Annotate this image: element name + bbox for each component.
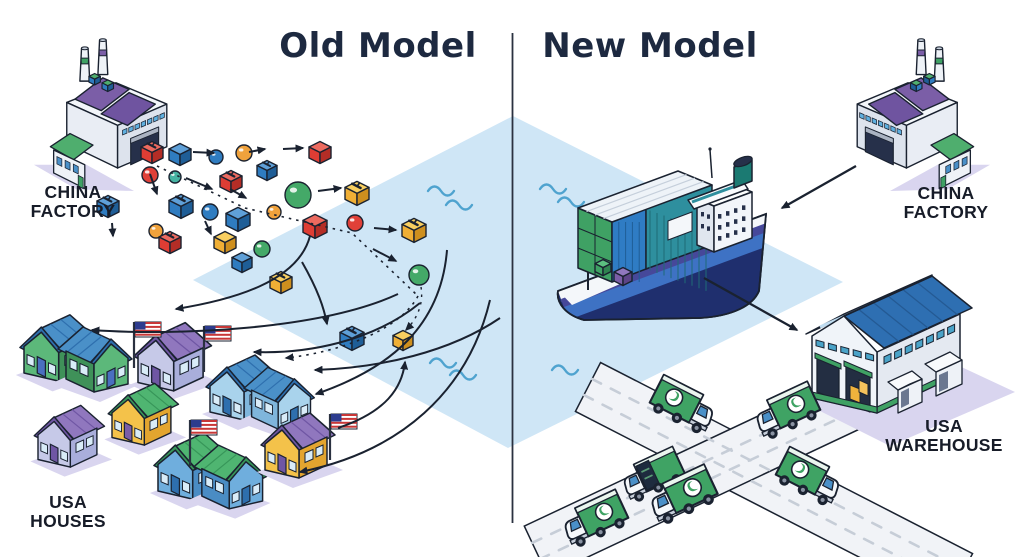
- route-arrow: [313, 317, 501, 374]
- wave-icon: [550, 364, 580, 376]
- factory-illustration: [856, 38, 991, 191]
- package-sphere: [235, 144, 253, 162]
- house-illustration: [30, 404, 113, 477]
- new-model-title: New Model: [542, 26, 758, 66]
- route-arrow: [185, 177, 214, 190]
- delivery-logo-icon: [594, 502, 614, 522]
- package-sphere: [148, 223, 164, 239]
- usa-warehouse-label: USA WAREHOUSE: [885, 416, 1003, 455]
- route-arrow: [301, 261, 330, 326]
- usa-flag-icon: [188, 419, 218, 466]
- house-illustration: [186, 444, 271, 519]
- route-arrow: [314, 249, 448, 396]
- package-sphere: [346, 214, 364, 232]
- route-arrow: [372, 248, 398, 262]
- package-cube: [231, 251, 253, 274]
- package-box: [158, 230, 182, 255]
- house-illustration: [50, 326, 136, 402]
- package-box: [344, 180, 370, 207]
- route-arrow: [298, 299, 491, 475]
- factory-to-ship-arrow: [780, 164, 857, 210]
- package-box: [401, 217, 427, 244]
- route-arrow: [317, 185, 343, 193]
- wave-icon: [428, 357, 458, 369]
- package-sphere: [408, 264, 430, 286]
- package-cube: [308, 140, 332, 165]
- shipping-route-arrows: [90, 144, 857, 475]
- package-box: [269, 270, 293, 295]
- delivery-trucks: [564, 373, 839, 547]
- route-arrow: [252, 302, 421, 357]
- package-cube: [168, 142, 192, 167]
- delivery-truck: [648, 373, 713, 434]
- route-arrow: [404, 286, 423, 332]
- package-cube: [392, 329, 414, 352]
- usa-flag-icon: [202, 325, 232, 372]
- package-sphere: [266, 204, 282, 220]
- warehouse-illustration: [802, 274, 1015, 446]
- route-arrow: [284, 295, 419, 362]
- package-box: [96, 194, 120, 219]
- package-cube: [88, 72, 101, 86]
- delivery-truck: [756, 380, 822, 439]
- wave-icon: [538, 183, 568, 195]
- route-arrow: [229, 188, 248, 199]
- wave-icon: [444, 199, 474, 211]
- package-box: [168, 193, 194, 220]
- route-arrow: [282, 144, 305, 153]
- usa-warehouse-building: [802, 274, 1015, 446]
- route-arrow: [149, 173, 159, 196]
- route-arrow: [156, 165, 419, 297]
- route-arrow: [108, 222, 117, 238]
- wave-icon: [426, 185, 456, 197]
- package-cube: [101, 79, 115, 93]
- delivery-logo-icon: [790, 460, 810, 479]
- package-sphere: [253, 240, 271, 258]
- package-sphere: [284, 181, 312, 209]
- wave-icon: [448, 369, 478, 381]
- package-cube: [225, 206, 251, 233]
- package-box: [140, 140, 164, 165]
- china-factory-label-old: CHINA FACTORY: [30, 182, 116, 221]
- route-arrow: [90, 293, 399, 335]
- house-illustration: [104, 382, 187, 455]
- delivery-logo-icon: [682, 478, 703, 498]
- route-arrow: [337, 360, 409, 429]
- delivery-logo-icon: [786, 394, 806, 414]
- wave-icons: [426, 183, 586, 381]
- scattered-packages: [96, 140, 430, 352]
- delivery-truck: [564, 488, 630, 547]
- route-arrow: [373, 225, 398, 234]
- usa-flag-icon: [132, 321, 162, 368]
- package-box: [219, 169, 243, 194]
- package-sphere: [201, 203, 219, 221]
- container-ship: [556, 147, 768, 321]
- route-arrow: [192, 148, 216, 157]
- wave-icon: [556, 196, 586, 208]
- package-cube: [613, 266, 633, 287]
- package-cube: [302, 213, 328, 240]
- package-cube: [909, 79, 923, 93]
- usa-flag-icon: [328, 413, 358, 460]
- container-ship-illustration: [556, 147, 768, 321]
- route-arrow: [174, 235, 311, 312]
- delivery-truck: [651, 463, 719, 524]
- usa-houses-cluster: [15, 314, 358, 519]
- usa-houses-label: USA HOUSES: [30, 492, 106, 531]
- package-cube: [213, 230, 237, 255]
- package-cube: [594, 258, 612, 277]
- package-box: [256, 159, 278, 182]
- china-factory-label-new: CHINA FACTORY: [903, 183, 989, 222]
- package-cube: [923, 72, 936, 86]
- route-arrow: [248, 146, 267, 155]
- delivery-truck: [774, 445, 839, 506]
- ship-to-warehouse-arrow: [703, 276, 799, 332]
- route-arrow: [204, 220, 212, 236]
- old-model-title: Old Model: [279, 26, 477, 66]
- delivery-logo-icon: [664, 388, 684, 407]
- factories: [33, 38, 991, 191]
